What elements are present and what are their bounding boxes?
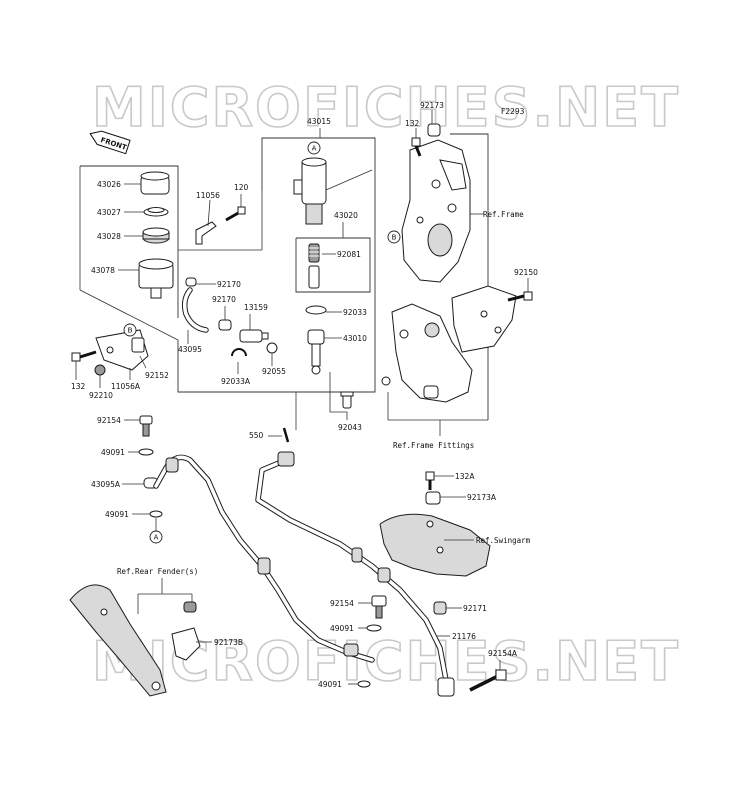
label-92081: 92081	[337, 250, 361, 259]
label-132-left: 132	[71, 382, 86, 391]
label-43095: 43095	[178, 345, 202, 354]
label-43026: 43026	[97, 180, 121, 189]
label-92154-upper: 92154	[97, 416, 121, 425]
circlip-92033	[305, 305, 327, 315]
label-92154-middle: 92154	[330, 599, 354, 608]
bolt-92154-middle	[371, 595, 387, 619]
clamp-92173	[427, 123, 441, 137]
label-92170-a: 92170	[217, 280, 241, 289]
clamp-92170-top	[185, 277, 197, 287]
callout-a-top: A	[312, 145, 317, 153]
footpeg-bracket	[391, 303, 473, 403]
bolt-92154-upper	[139, 415, 153, 437]
ref-frame: Ref.Frame	[483, 210, 524, 219]
label-43078: 43078	[91, 266, 115, 275]
bolt-132a	[425, 471, 435, 490]
label-92154a: 92154A	[488, 649, 518, 658]
label-11056a: 11056A	[111, 382, 141, 391]
cotter-550	[282, 427, 290, 443]
washer-49091-d	[357, 680, 371, 688]
label-120: 120	[234, 183, 249, 192]
washer-49091-b	[149, 510, 163, 518]
washer-49091-c	[366, 624, 382, 632]
label-43028: 43028	[97, 232, 121, 241]
label-92173: 92173	[420, 101, 444, 110]
master-cylinder-body	[293, 157, 327, 225]
label-43020: 43020	[334, 211, 358, 220]
label-92210: 92210	[89, 391, 113, 400]
label-92152: 92152	[145, 371, 169, 380]
reservoir-cap	[140, 171, 170, 195]
label-92033: 92033	[343, 308, 367, 317]
label-11056: 11056	[196, 191, 220, 200]
clamp-92170-bottom	[218, 319, 232, 331]
washer-frame	[381, 376, 391, 386]
oring-92055	[266, 342, 278, 354]
heel-guard-plate	[451, 285, 517, 353]
clamp-92171	[433, 601, 447, 615]
label-49091-d: 49091	[318, 680, 342, 689]
label-92170-b: 92170	[212, 295, 236, 304]
clip-92033a	[231, 348, 247, 357]
piston-kit-box	[295, 237, 371, 293]
bolt-132-left	[71, 350, 97, 362]
washer-49091-a	[138, 448, 154, 456]
label-132-top: 132	[405, 119, 420, 128]
bracket-11056a	[95, 329, 149, 371]
figure-code: F2293	[501, 107, 525, 116]
label-43027: 43027	[97, 208, 121, 217]
brake-hose-left	[153, 454, 375, 663]
callout-b-right: B	[392, 234, 397, 242]
label-49091-b: 49091	[105, 510, 129, 519]
reservoir-tank	[138, 258, 174, 299]
swingarm-guard	[379, 513, 491, 577]
frame-bracket	[401, 139, 471, 283]
label-13159: 13159	[244, 303, 268, 312]
label-92173b: 92173B	[214, 638, 243, 647]
ref-frame-fittings: Ref.Frame Fittings	[393, 441, 474, 450]
reservoir-bracket	[195, 221, 217, 245]
spring-92081	[308, 243, 320, 289]
callout-a-bottom: A	[154, 534, 159, 542]
label-43095a: 43095A	[91, 480, 121, 489]
watermark-top: MICROFICHES.NET	[92, 76, 680, 139]
label-21176: 21176	[452, 632, 476, 641]
fitting-13159	[239, 329, 269, 343]
master-cylinder-box	[261, 137, 376, 190]
bolt-120	[225, 206, 246, 222]
label-92150: 92150	[514, 268, 538, 277]
label-92055: 92055	[262, 367, 286, 376]
callout-b-left: B	[128, 327, 133, 335]
label-49091-a: 49091	[101, 448, 125, 457]
pin-92043	[340, 391, 354, 409]
clamp-92173a	[425, 491, 441, 505]
rear-fender-bracket	[69, 584, 167, 697]
push-rod-43010	[307, 329, 325, 375]
label-92171: 92171	[463, 604, 487, 613]
bolt-92154a	[469, 669, 507, 692]
reservoir-diaphragm	[142, 227, 170, 244]
hose-43095	[181, 287, 209, 333]
clamp-92173b	[171, 601, 201, 661]
label-43010: 43010	[343, 334, 367, 343]
label-49091-c: 49091	[330, 624, 354, 633]
clutch-hose-21176	[255, 451, 455, 697]
label-132a: 132A	[455, 472, 475, 481]
nut-92210	[94, 364, 106, 376]
label-92033a: 92033A	[221, 377, 251, 386]
label-92043: 92043	[338, 423, 362, 432]
label-550: 550	[249, 431, 264, 440]
reservoir-box	[80, 165, 179, 318]
ref-swingarm: Ref.Swingarm	[476, 536, 531, 545]
label-92173a: 92173A	[467, 493, 497, 502]
label-43015: 43015	[307, 117, 331, 126]
front-arrow-icon: FRONT	[89, 130, 131, 155]
ref-rear-fender: Ref.Rear Fender(s)	[117, 567, 198, 576]
